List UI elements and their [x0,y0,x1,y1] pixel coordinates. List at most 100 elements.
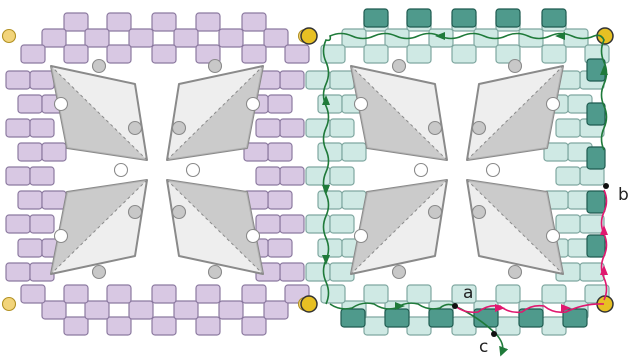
bottom-bead [195,284,221,304]
side-bead [317,142,343,162]
side-bead [579,166,605,186]
side-bead [305,262,331,282]
side-bead [29,214,55,234]
top-bead [195,12,221,32]
side-bead [29,70,55,90]
small-grey-bead [207,264,223,280]
side-bead [5,118,31,138]
corner-bead [300,295,318,313]
top-bead [20,44,46,64]
side-bead [305,70,331,90]
small-grey-bead [171,120,187,136]
side-bead [279,70,305,90]
arrowhead [322,185,330,195]
arrowhead-magenta [600,265,608,275]
highlight-bead [340,308,366,328]
thread-paths [322,32,609,357]
top-bead [363,44,389,64]
bottom-bead [41,300,67,320]
top-bead [218,28,244,48]
highlight-bead [451,8,477,28]
bottom-bead [195,316,221,336]
small-grey-bead [207,58,223,74]
petal-seam [166,179,264,275]
bottom-bead [263,300,289,320]
side-bead [267,94,293,114]
top-bead [173,28,199,48]
left-motif [1,12,313,336]
side-bead [305,214,331,234]
small-white-bead [113,162,129,178]
side-bead [29,166,55,186]
side-bead [29,118,55,138]
bottom-bead [495,284,521,304]
top-bead [541,44,567,64]
thread-magenta-up [600,189,608,301]
side-bead [579,262,605,282]
side-bead [279,166,305,186]
small-grey-bead [391,264,407,280]
side-bead [5,262,31,282]
small-white-bead [545,96,561,112]
petal-seam [466,179,564,275]
highlight-bead [428,308,454,328]
corner-bead [1,28,17,44]
arrowhead [435,32,445,40]
bottom-bead [451,284,477,304]
side-bead [329,118,355,138]
small-grey-bead [471,120,487,136]
bottom-bead [63,316,89,336]
bottom-bead [406,284,432,304]
side-bead [279,262,305,282]
petal-seam [466,65,564,161]
corner-bead [300,27,318,45]
top-bead [241,12,267,32]
small-white-bead [353,96,369,112]
side-bead [17,94,43,114]
bottom-bead [106,316,132,336]
small-white-bead [53,96,69,112]
bottom-bead [320,284,346,304]
highlight-bead [473,308,499,328]
highlight-bead [518,308,544,328]
top-bead [151,44,177,64]
bottom-bead [218,300,244,320]
highlight-bead [406,8,432,28]
side-bead [255,166,281,186]
top-bead [106,12,132,32]
side-bead [341,142,367,162]
side-bead [317,238,343,258]
bottom-bead [106,284,132,304]
small-white-bead [413,162,429,178]
top-bead [128,28,154,48]
highlight-bead [541,8,567,28]
arrowhead [322,95,330,105]
side-bead [329,214,355,234]
petal-seam [50,179,148,275]
side-bead [41,190,67,210]
label-b: b [618,185,629,205]
small-white-bead [245,96,261,112]
side-bead [329,166,355,186]
side-bead [17,190,43,210]
petal-seam [350,179,448,275]
side-bead [5,166,31,186]
small-white-bead [53,228,69,244]
side-bead [279,118,305,138]
top-bead [106,44,132,64]
top-bead [151,12,177,32]
side-bead [5,70,31,90]
arrowhead [322,255,330,265]
side-bead [543,142,569,162]
side-bead [255,118,281,138]
bottom-bead [63,284,89,304]
small-white-bead [485,162,501,178]
bottom-bead [241,284,267,304]
bottom-bead [151,284,177,304]
top-bead [41,28,67,48]
small-grey-bead [171,204,187,220]
side-bead [555,166,581,186]
side-bead [329,70,355,90]
